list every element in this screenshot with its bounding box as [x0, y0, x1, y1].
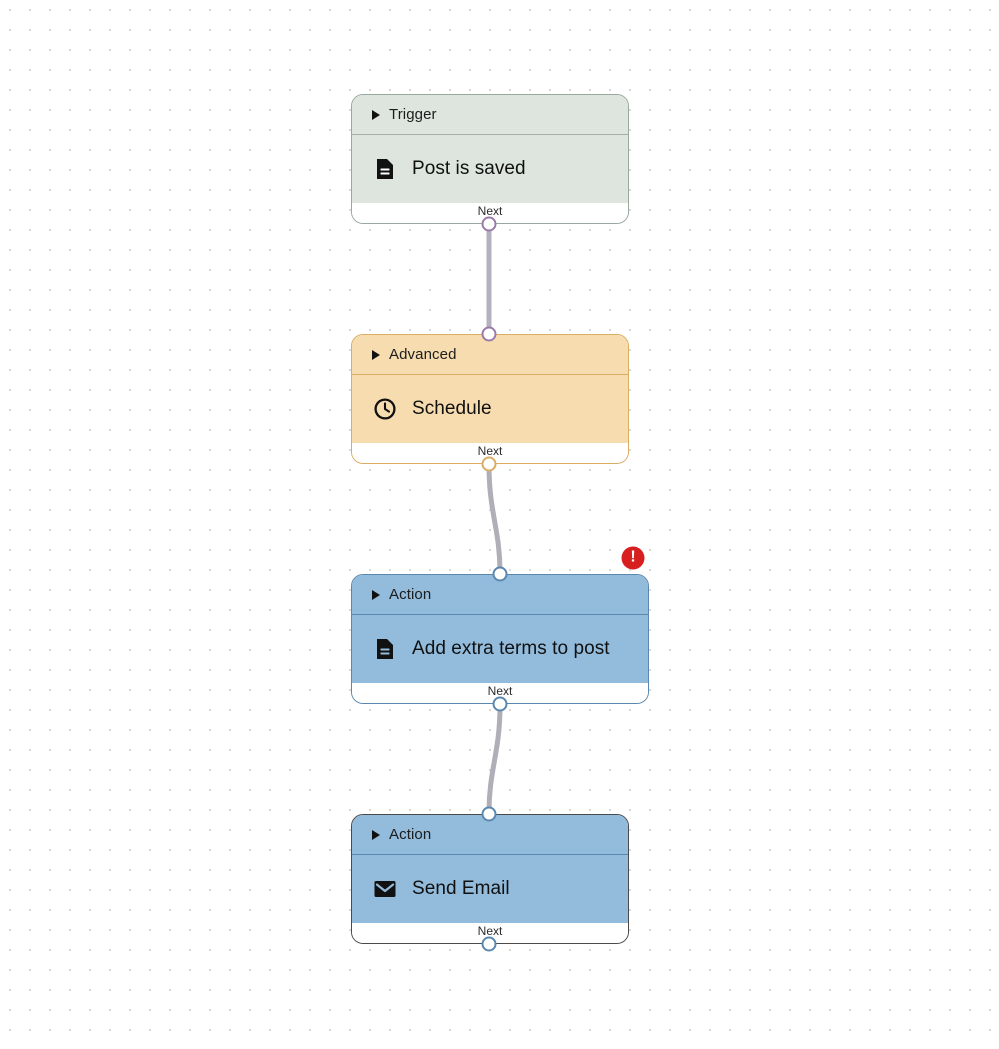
node-action-send-email[interactable]: Action Send Email Next — [351, 814, 629, 944]
exclamation-icon: ! — [630, 548, 636, 566]
chevron-right-icon[interactable] — [372, 109, 380, 120]
node-footer-next[interactable]: Next — [352, 683, 648, 703]
edge-advanced-to-action1 — [486, 463, 503, 575]
node-title: Send Email — [412, 878, 510, 899]
node-footer-next[interactable]: Next — [352, 923, 628, 943]
node-body-advanced[interactable]: Schedule — [352, 375, 628, 443]
node-header-advanced[interactable]: Advanced — [352, 335, 628, 375]
action-2-output-port[interactable] — [481, 936, 497, 952]
document-icon — [372, 636, 398, 662]
chevron-right-icon[interactable] — [372, 349, 380, 360]
node-footer-next[interactable]: Next — [352, 443, 628, 463]
node-category-label: Action — [389, 586, 432, 603]
trigger-output-port[interactable] — [481, 216, 497, 232]
node-header-action[interactable]: Action — [352, 575, 648, 615]
document-icon — [372, 156, 398, 182]
clock-icon — [372, 396, 398, 422]
node-action-add-extra-terms[interactable]: Action Add extra terms to post Next — [351, 574, 649, 704]
node-trigger-post-is-saved[interactable]: Trigger Post is saved Next — [351, 94, 629, 224]
node-advanced-schedule[interactable]: Advanced Schedule Next — [351, 334, 629, 464]
chevron-right-icon[interactable] — [372, 589, 380, 600]
chevron-right-icon[interactable] — [372, 829, 380, 840]
action-1-input-port[interactable] — [492, 566, 508, 582]
node-title: Post is saved — [412, 158, 526, 179]
envelope-icon — [372, 876, 398, 902]
node-title: Schedule — [412, 398, 492, 419]
node-category-label: Advanced — [389, 346, 457, 363]
node-header-action[interactable]: Action — [352, 815, 628, 855]
node-category-label: Trigger — [389, 106, 437, 123]
node-footer-next[interactable]: Next — [352, 203, 628, 223]
node-category-label: Action — [389, 826, 432, 843]
node-body-action[interactable]: Add extra terms to post — [352, 615, 648, 683]
action-1-output-port[interactable] — [492, 696, 508, 712]
node-header-trigger[interactable]: Trigger — [352, 95, 628, 135]
advanced-input-port[interactable] — [481, 326, 497, 342]
error-badge[interactable]: ! — [621, 546, 645, 570]
edge-action1-to-action2 — [486, 703, 503, 815]
action-2-input-port[interactable] — [481, 806, 497, 822]
node-body-trigger[interactable]: Post is saved — [352, 135, 628, 203]
node-title: Add extra terms to post — [412, 638, 610, 659]
node-body-action[interactable]: Send Email — [352, 855, 628, 923]
advanced-output-port[interactable] — [481, 456, 497, 472]
